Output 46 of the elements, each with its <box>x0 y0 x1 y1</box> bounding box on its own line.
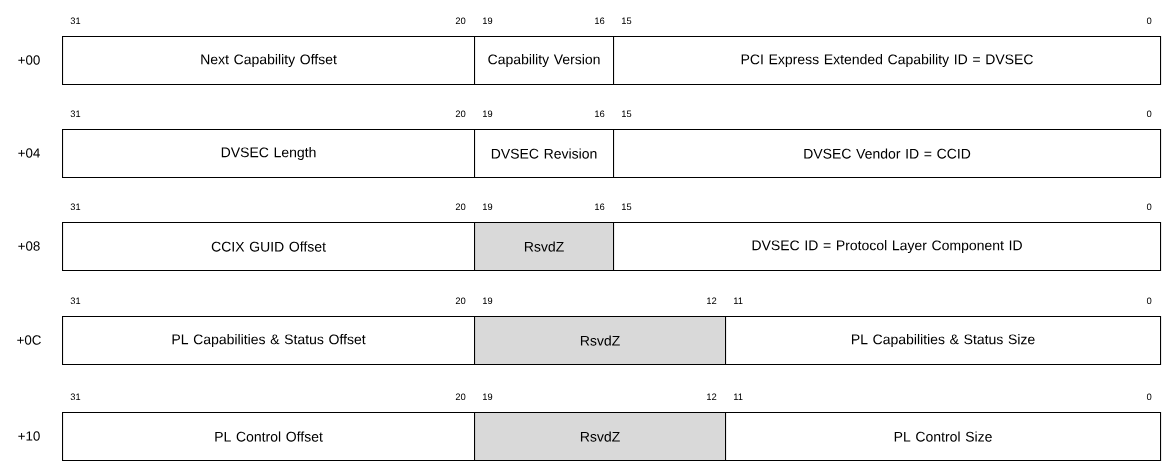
register-field: PL Control Offset <box>62 412 476 462</box>
offset-label: +0C <box>17 335 41 345</box>
offset-label: +04 <box>18 148 40 158</box>
bit-number: 20 <box>455 203 466 211</box>
register-field: PL Capabilities & Status Offset <box>62 316 476 366</box>
register-field: DVSEC ID = Protocol Layer Component ID <box>613 222 1162 272</box>
bit-number: 0 <box>1146 393 1152 401</box>
bit-number: 31 <box>70 110 81 118</box>
bit-number: 16 <box>595 17 605 25</box>
bit-number: 11 <box>734 393 743 400</box>
bit-number: 20 <box>455 110 466 118</box>
bit-number: 12 <box>707 297 717 304</box>
bit-number: 0 <box>1146 297 1152 305</box>
bit-number: 0 <box>1146 203 1152 211</box>
register-field: PL Control Size <box>725 412 1162 462</box>
register-field: CCIX GUID Offset <box>62 222 476 272</box>
bit-number: 20 <box>455 17 466 25</box>
bit-number: 0 <box>1146 17 1152 25</box>
reserved-field: RsvdZ <box>474 316 727 366</box>
register-field: PL Capabilities & Status Size <box>725 316 1162 366</box>
bit-number: 11 <box>734 297 743 304</box>
offset-label: +00 <box>18 55 40 65</box>
offset-label: +08 <box>18 241 40 251</box>
bit-number: 0 <box>1146 110 1152 118</box>
register-field: Capability Version <box>474 36 615 86</box>
bit-number: 20 <box>455 393 466 401</box>
bit-number: 19 <box>483 17 493 25</box>
bit-number: 16 <box>595 203 605 211</box>
bit-number: 19 <box>483 297 493 305</box>
reserved-field: RsvdZ <box>474 222 615 272</box>
bit-number: 31 <box>70 203 81 211</box>
bit-number: 20 <box>455 297 466 305</box>
bit-number: 15 <box>622 110 632 118</box>
bit-number: 19 <box>483 203 493 211</box>
offset-label: +10 <box>18 431 40 441</box>
bit-number: 12 <box>707 393 717 400</box>
bit-number: 19 <box>483 393 493 401</box>
bit-number: 16 <box>595 110 605 118</box>
bit-number: 31 <box>70 393 81 401</box>
bit-number: 31 <box>70 17 81 25</box>
bit-number: 15 <box>622 203 632 211</box>
reserved-field: RsvdZ <box>474 412 727 462</box>
bit-number: 15 <box>622 17 632 25</box>
bit-number: 19 <box>483 110 493 118</box>
bit-number: 31 <box>70 297 81 305</box>
register-field: DVSEC Revision <box>474 129 615 179</box>
